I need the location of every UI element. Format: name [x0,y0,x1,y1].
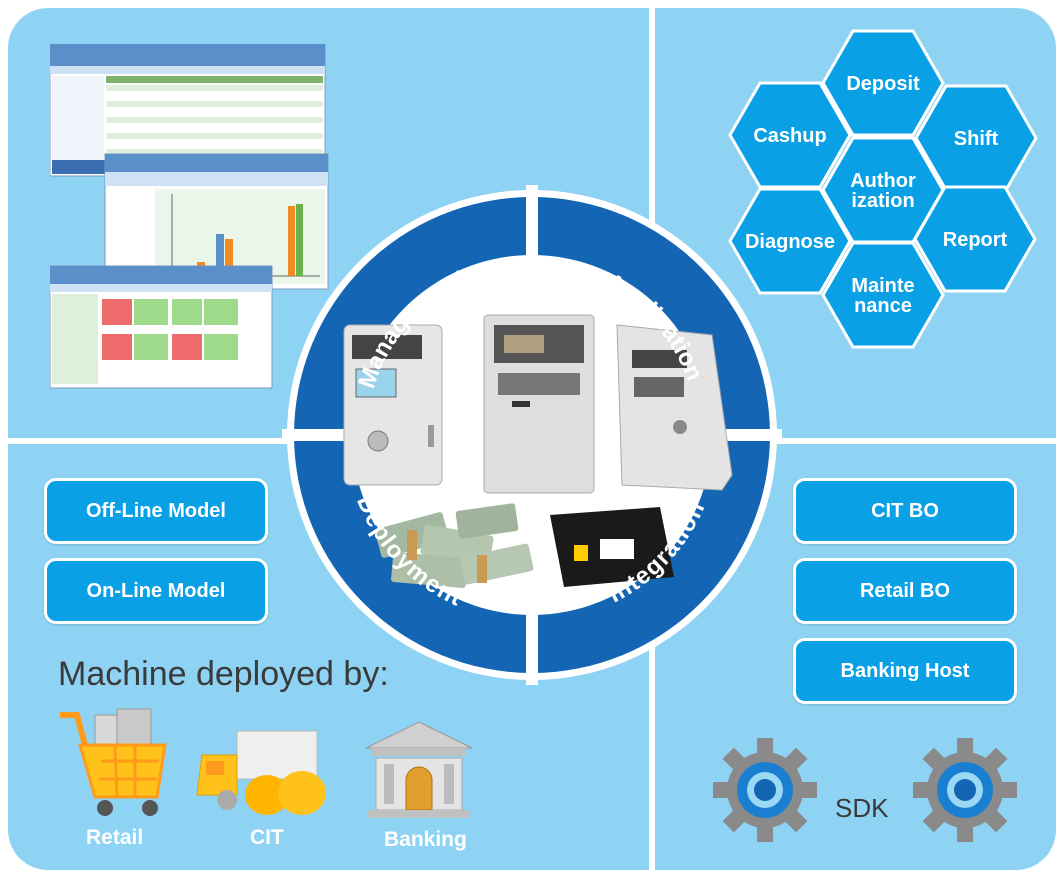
atm-machine-image [616,324,733,491]
deployed-by-title: Machine deployed by: [58,655,389,693]
wheel-divider-top [526,185,538,257]
banking-label: Banking [384,828,467,851]
cassette-image [550,507,674,587]
hex-maintenance-label: nance [854,295,912,317]
gear-icon [913,738,1017,842]
gear-icon [713,738,817,842]
hex-report[interactable]: Report [913,185,1037,293]
safe-machine-image [343,324,443,486]
online-model-button[interactable]: On-Line Model [44,558,268,624]
hex-deposit[interactable]: Deposit [821,29,945,137]
hex-report-label: Report [943,229,1008,251]
cit-label: CIT [250,826,284,849]
banking-building-icon[interactable] [362,718,477,823]
banking-host-button[interactable]: Banking Host [793,638,1017,704]
management-screenshots [50,44,329,389]
hex-deposit-label: Deposit [846,73,920,95]
wheel-divider-right [710,429,782,441]
offline-model-button[interactable]: Off-Line Model [44,478,268,544]
hex-shift-label: Shift [954,128,999,150]
wheel-divider-left [282,429,354,441]
screenshot-window-3 [50,265,273,389]
wheel-divider-bottom [526,613,538,685]
hex-authorization-label: ization [851,190,914,212]
hex-cashup-label: Cashup [753,125,826,147]
central-wheel: Management Application Deployment Integr… [282,185,782,685]
retail-label: Retail [86,826,144,849]
hex-diagnose[interactable]: Diagnose [728,187,852,295]
hex-cashup[interactable]: Cashup [728,81,852,189]
hex-maintenance-label: Mainte [851,275,914,297]
cash-bundles-image [374,503,534,589]
hex-shift[interactable]: Shift [914,84,1038,192]
retail-bo-button[interactable]: Retail BO [793,558,1017,624]
cit-bo-button[interactable]: CIT BO [793,478,1017,544]
hex-diagnose-label: Diagnose [745,231,835,253]
retail-cart-icon[interactable] [55,705,175,820]
hex-authorization-label: Author [850,170,916,192]
cit-truck-icon[interactable] [192,725,342,820]
deposit-machine-image [483,314,595,494]
sdk-label: SDK [835,793,889,823]
